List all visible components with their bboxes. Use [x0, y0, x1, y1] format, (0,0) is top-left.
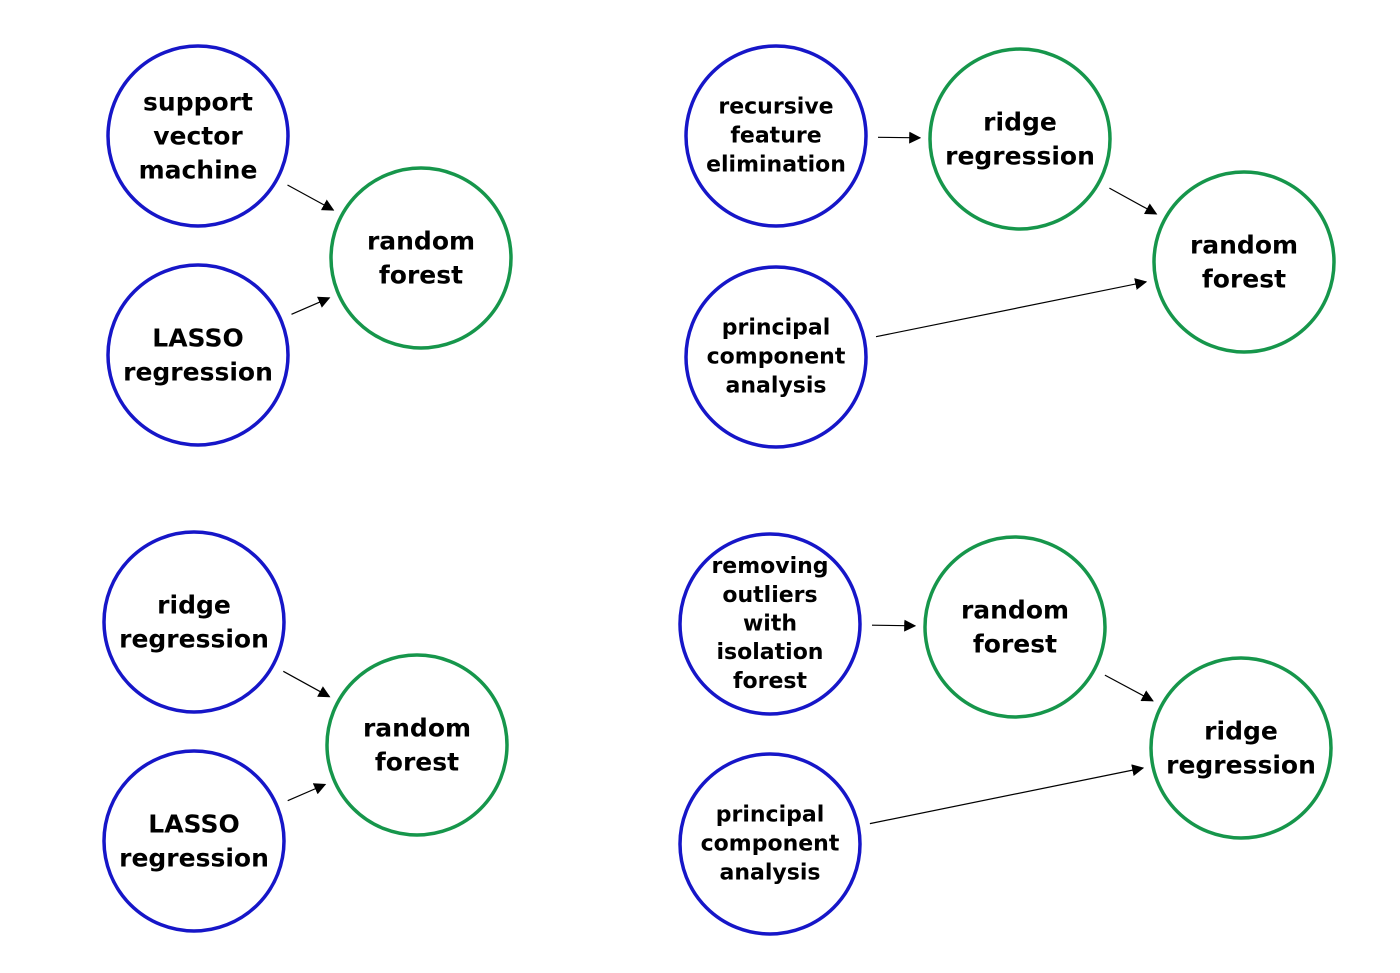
input-step-node: LASSO regression: [106, 263, 290, 447]
node-label-line: ridge: [157, 591, 231, 620]
node-label-line: LASSO: [152, 324, 243, 353]
node-circle: [1152, 170, 1336, 354]
model-step-node: ridge regression: [928, 47, 1112, 231]
node-label-line: vector: [153, 122, 243, 151]
node-label-line: recursive: [718, 95, 833, 120]
input-step-node: principal component analysis: [684, 265, 868, 449]
model-step-node: random forest: [329, 166, 513, 350]
node-label-line: regression: [945, 142, 1095, 171]
node-label-line: random: [961, 596, 1069, 625]
node-label-line: LASSO: [148, 810, 239, 839]
input-step-node: ridge regression: [102, 530, 286, 714]
edge-arrow: [287, 184, 335, 211]
node-label-line: random: [363, 714, 471, 743]
node-circle: [928, 47, 1112, 231]
input-step-node: principal component analysis: [678, 752, 862, 936]
edge-arrow: [1104, 674, 1154, 702]
input-step-node: removing outliers with isolation forest: [678, 532, 862, 716]
node-label-line: forest: [379, 261, 463, 290]
node-circle: [325, 653, 509, 837]
node-label-line: component: [707, 345, 846, 370]
model-step-node: random forest: [325, 653, 509, 837]
node-label-line: forest: [375, 748, 459, 777]
node-label-line: support: [143, 88, 253, 117]
node-label-line: regression: [119, 844, 269, 873]
node-label-line: forest: [1202, 265, 1286, 294]
node-label-line: with: [743, 612, 797, 637]
edge-arrow: [287, 783, 327, 802]
edge-arrow: [291, 296, 331, 315]
node-label-line: principal: [722, 316, 831, 341]
node-label-line: forest: [973, 630, 1057, 659]
edge-arrow: [1109, 187, 1158, 215]
node-circle: [106, 263, 290, 447]
node-circle: [106, 44, 290, 228]
top-right-pipeline: recursive feature elimination ridge regressi…: [684, 44, 1336, 449]
node-circle: [329, 166, 513, 350]
node-label-line: component: [701, 832, 840, 857]
bottom-right-pipeline: removingoutlierswithisolationforestrando…: [678, 532, 1333, 936]
node-label-line: analysis: [720, 861, 821, 886]
node-circle: [684, 265, 868, 449]
node-label-line: regression: [119, 625, 269, 654]
node-circle: [678, 752, 862, 936]
node-label-line: machine: [139, 156, 258, 185]
node-label-line: ridge: [1204, 717, 1278, 746]
node-label-line: ridge: [983, 108, 1057, 137]
edge-arrow: [875, 278, 1148, 338]
edge-arrow: [877, 131, 922, 144]
node-label-line: outliers: [722, 583, 817, 608]
node-circle: [102, 749, 286, 933]
input-step-node: recursive feature elimination: [684, 44, 868, 228]
node-circle: [678, 532, 862, 716]
node-label-line: removing: [711, 554, 828, 579]
node-circle: [684, 44, 868, 228]
node-label-line: analysis: [726, 374, 827, 399]
model-step-node: ridge regression: [1149, 656, 1333, 840]
node-label-line: random: [367, 227, 475, 256]
node-label-line: forest: [733, 669, 808, 694]
node-label-line: feature: [730, 124, 821, 149]
input-step-node: LASSO regression: [102, 749, 286, 933]
node-circle: [1149, 656, 1333, 840]
node-circle: [923, 535, 1107, 719]
node-label-line: regression: [1166, 751, 1316, 780]
model-step-node: random forest: [923, 535, 1107, 719]
model-step-node: random forest: [1152, 170, 1336, 354]
node-label-line: elimination: [706, 153, 846, 178]
bottom-left-pipeline: ridgeregressionLASSOregressionrandomfore…: [102, 530, 509, 933]
input-step-node: support vector machine: [106, 44, 290, 228]
node-circle: [102, 530, 286, 714]
edge-arrow: [871, 619, 917, 632]
node-label-line: isolation: [717, 640, 824, 665]
node-label-line: principal: [716, 803, 825, 828]
node-label-line: random: [1190, 231, 1298, 260]
edge-arrow: [283, 670, 331, 698]
node-label-line: regression: [123, 358, 273, 387]
edge-arrow: [869, 764, 1145, 825]
edges-layer: [283, 131, 1158, 825]
